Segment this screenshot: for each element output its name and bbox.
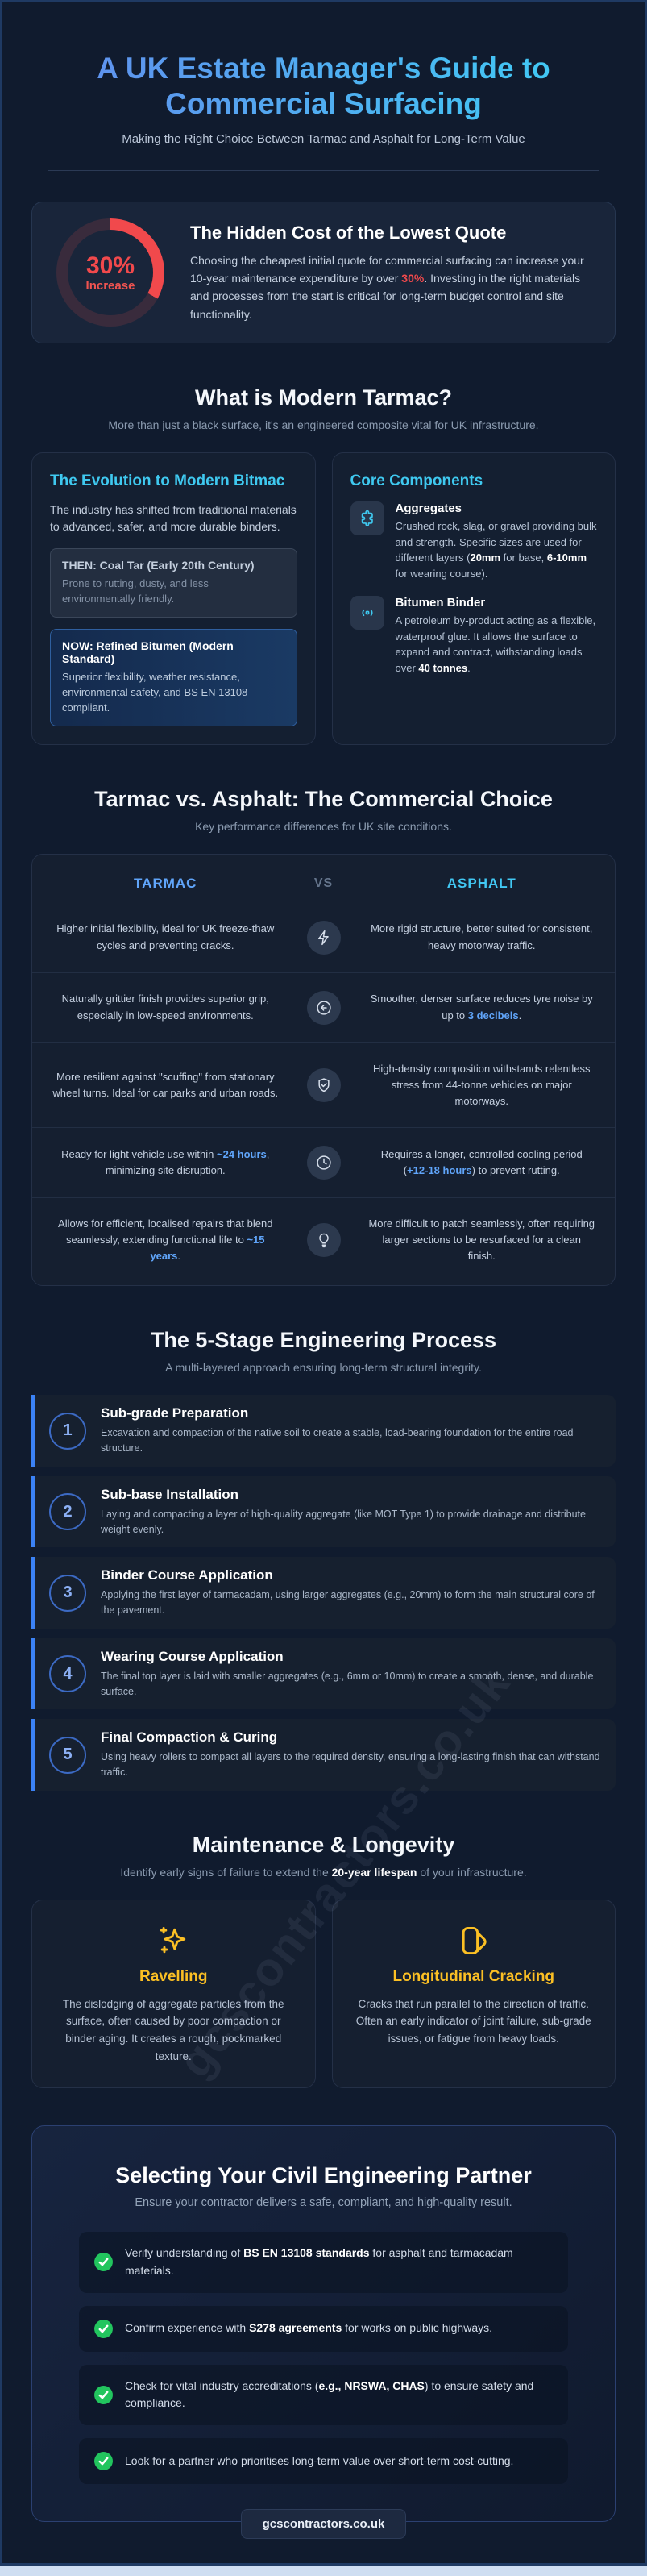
now-box: NOW: Refined Bitumen (Modern Standard) S… bbox=[50, 629, 297, 726]
ravelling-title: Ravelling bbox=[139, 1967, 208, 1985]
bitumen-body: A petroleum by-product acting as a flexi… bbox=[395, 614, 596, 674]
clock-icon bbox=[306, 1145, 341, 1180]
sparkles-icon bbox=[52, 1923, 296, 1958]
stage-number: 3 bbox=[49, 1574, 86, 1612]
then-body: Prone to rutting, dusty, and less enviro… bbox=[62, 577, 209, 606]
page-subtitle: Making the Right Choice Between Tarmac a… bbox=[122, 132, 525, 147]
zap-icon bbox=[306, 920, 341, 955]
page-title: A UK Estate Manager's Guide to Commercia… bbox=[48, 51, 599, 121]
hidden-cost-text: The Hidden Cost of the Lowest Quote Choo… bbox=[190, 223, 591, 324]
aggregates-body: Crushed rock, slag, or gravel providing … bbox=[395, 520, 597, 580]
column-header-vs: VS bbox=[313, 876, 334, 890]
section-title-maintenance: Maintenance & Longevity bbox=[192, 1832, 455, 1857]
stage-title: Sub-grade Preparation bbox=[101, 1405, 249, 1421]
components-card: Core Components Aggregates Crushed rock,… bbox=[331, 452, 616, 745]
ravelling-card: Ravelling The dislodging of aggregate pa… bbox=[31, 1899, 316, 2089]
partner-title: Selecting Your Civil Engineering Partner bbox=[115, 2163, 532, 2188]
component-aggregates: Aggregates Crushed rock, slag, or gravel… bbox=[350, 501, 598, 581]
process-stages: 1 Sub-grade Preparation Excavation and c… bbox=[31, 1395, 616, 1791]
stage-title: Sub-base Installation bbox=[101, 1486, 238, 1502]
stage-card-4: 4 Wearing Course Application The final t… bbox=[31, 1638, 616, 1710]
cracking-title: Longitudinal Cracking bbox=[392, 1967, 555, 1985]
checklist-item-3: Check for vital industry accreditations … bbox=[79, 2364, 568, 2425]
highlight-30pct: 30% bbox=[401, 271, 425, 285]
stage-desc: The final top layer is laid with smaller… bbox=[101, 1670, 594, 1697]
aggregates-title: Aggregates bbox=[395, 501, 462, 516]
partner-subtitle: Ensure your contractor delivers a safe, … bbox=[135, 2196, 512, 2210]
stage-desc: Using heavy rollers to compact all layer… bbox=[101, 1751, 600, 1779]
check-circle-icon bbox=[93, 2252, 114, 2272]
then-title: THEN: Coal Tar (Early 20th Century) bbox=[62, 559, 255, 572]
stage-number: 4 bbox=[49, 1655, 86, 1693]
comparison-row: Higher initial flexibility, ideal for UK… bbox=[32, 903, 615, 972]
component-bitumen: Bitumen Binder A petroleum by-product ac… bbox=[350, 596, 598, 676]
stage-card-2: 2 Sub-base Installation Laying and compa… bbox=[31, 1475, 616, 1548]
comparison-table: TARMAC VS ASPHALT Higher initial flexibi… bbox=[31, 853, 616, 1287]
comparison-row: More resilient against "scuffing" from s… bbox=[32, 1042, 615, 1127]
stage-card-3: 3 Binder Course Application Applying the… bbox=[31, 1557, 616, 1629]
stage-number: 5 bbox=[49, 1736, 86, 1774]
binder-icon bbox=[350, 596, 384, 630]
partner-card: Selecting Your Civil Engineering Partner… bbox=[31, 2125, 616, 2522]
cracking-card: Longitudinal Cracking Cracks that run pa… bbox=[331, 1899, 616, 2089]
donut-chart: 30% Increase bbox=[56, 218, 164, 327]
section-sub-process: A multi-layered approach ensuring long-t… bbox=[165, 1361, 482, 1375]
section-title-what-is: What is Modern Tarmac? bbox=[194, 385, 453, 410]
comparison-row: Naturally grittier finish provides super… bbox=[32, 972, 615, 1042]
column-header-tarmac: TARMAC bbox=[134, 875, 197, 891]
hidden-cost-card: 30% Increase The Hidden Cost of the Lowe… bbox=[31, 202, 616, 344]
evolution-title: The Evolution to Modern Bitmac bbox=[50, 472, 285, 490]
bitumen-title: Bitumen Binder bbox=[395, 596, 486, 610]
stage-desc: Excavation and compaction of the native … bbox=[101, 1427, 574, 1454]
comparison-row: Ready for light vehicle use within ~24 h… bbox=[32, 1126, 615, 1197]
evolution-card: The Evolution to Modern Bitmac The indus… bbox=[31, 452, 316, 745]
stage-number: 2 bbox=[49, 1493, 86, 1531]
comparison-header: TARMAC VS ASPHALT bbox=[32, 861, 615, 903]
check-circle-icon bbox=[93, 2451, 114, 2471]
arrow-left-circle-icon bbox=[306, 990, 341, 1025]
column-header-asphalt: ASPHALT bbox=[446, 875, 516, 891]
maintenance-cards: Ravelling The dislodging of aggregate pa… bbox=[31, 1899, 616, 2089]
then-box: THEN: Coal Tar (Early 20th Century) Pron… bbox=[50, 548, 297, 618]
check-circle-icon bbox=[93, 2385, 114, 2405]
ravelling-body: The dislodging of aggregate particles fr… bbox=[62, 1997, 284, 2062]
header-divider bbox=[48, 170, 599, 172]
donut-value: 30% bbox=[85, 252, 135, 280]
section-sub-comparison: Key performance differences for UK site … bbox=[195, 819, 452, 833]
check-circle-icon bbox=[93, 2319, 114, 2339]
section-title-process: The 5-Stage Engineering Process bbox=[150, 1328, 497, 1353]
stage-card-1: 1 Sub-grade Preparation Excavation and c… bbox=[31, 1395, 616, 1467]
hidden-cost-body: Choosing the cheapest initial quote for … bbox=[190, 253, 584, 321]
now-body: Superior flexibility, weather resistance… bbox=[62, 671, 248, 714]
cracking-body: Cracks that run parallel to the directio… bbox=[355, 1997, 591, 2045]
puzzle-icon bbox=[350, 501, 384, 536]
hidden-cost-title: The Hidden Cost of the Lowest Quote bbox=[190, 222, 507, 243]
comparison-row: Allows for efficient, localised repairs … bbox=[32, 1196, 615, 1282]
lightbulb-icon bbox=[306, 1223, 341, 1258]
donut-hole: 30% Increase bbox=[68, 230, 153, 316]
stage-number: 1 bbox=[49, 1412, 86, 1450]
now-title: NOW: Refined Bitumen (Modern Standard) bbox=[62, 639, 234, 665]
evolution-body: The industry has shifted from traditiona… bbox=[50, 503, 297, 534]
section-sub-maintenance: Identify early signs of failure to exten… bbox=[120, 1865, 527, 1879]
stage-title: Wearing Course Application bbox=[101, 1648, 284, 1664]
checklist-item-4: Look for a partner who prioritises long-… bbox=[79, 2438, 568, 2484]
checklist-item-1: Verify understanding of BS EN 13108 stan… bbox=[79, 2232, 568, 2293]
what-is-columns: The Evolution to Modern Bitmac The indus… bbox=[31, 452, 616, 745]
stage-title: Final Compaction & Curing bbox=[101, 1729, 278, 1746]
page-bottom-strip bbox=[0, 2566, 647, 2576]
shield-check-icon bbox=[306, 1067, 341, 1102]
stage-desc: Laying and compacting a layer of high-qu… bbox=[101, 1508, 586, 1535]
components-title: Core Components bbox=[350, 472, 483, 490]
checklist-item-2: Confirm experience with S278 agreements … bbox=[79, 2305, 568, 2352]
stage-title: Binder Course Application bbox=[101, 1567, 273, 1583]
section-sub-what-is: More than just a black surface, it's an … bbox=[108, 418, 539, 432]
stage-desc: Applying the first layer of tarmacadam, … bbox=[101, 1589, 595, 1617]
donut-label: Increase bbox=[85, 278, 135, 293]
cracking-icon bbox=[352, 1923, 596, 1958]
stage-card-5: 5 Final Compaction & Curing Using heavy … bbox=[31, 1719, 616, 1791]
section-title-comparison: Tarmac vs. Asphalt: The Commercial Choic… bbox=[94, 786, 553, 811]
site-link[interactable]: gcscontractors.co.uk bbox=[240, 2509, 407, 2539]
